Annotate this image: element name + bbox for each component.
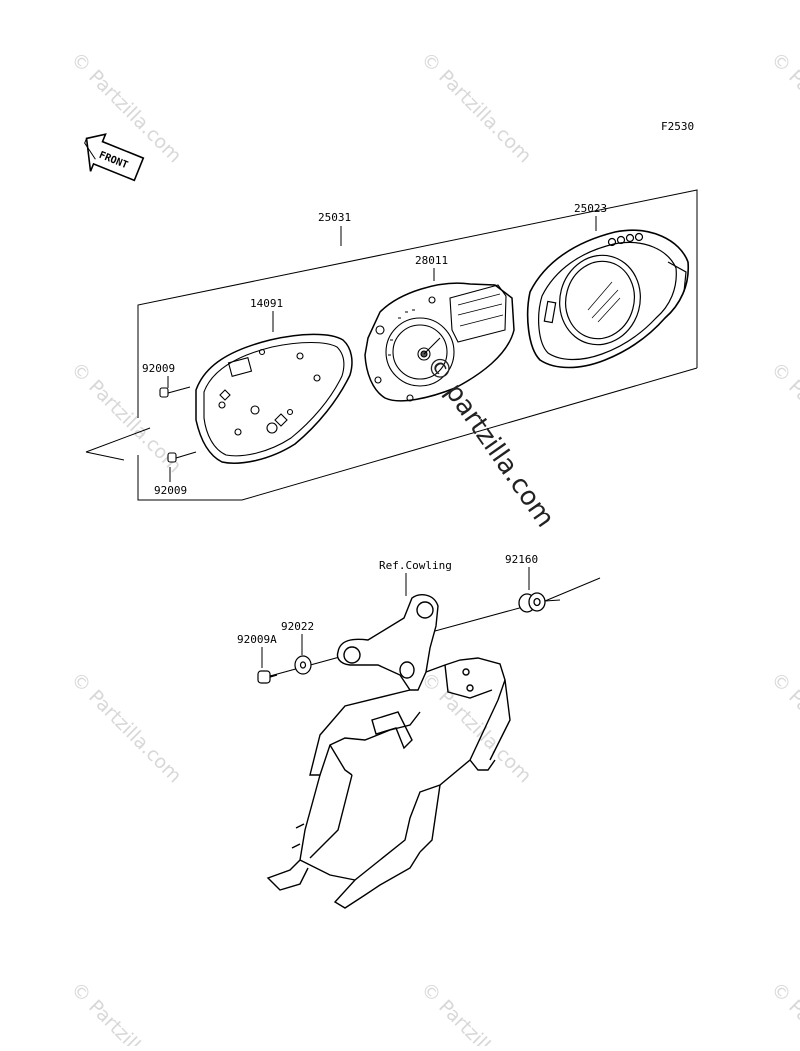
callout-25023: 25023: [574, 202, 607, 215]
assembly-bracket: [85, 189, 698, 501]
watermark: © Partzilla.com: [766, 668, 800, 787]
washer-92022-part[interactable]: [294, 655, 312, 675]
callout-ref-cowling: Ref.Cowling: [379, 559, 452, 572]
watermark: © Partzilla.com: [66, 978, 185, 1046]
watermark: © Partzilla.com: [66, 668, 185, 787]
callout-92009a: 92009A: [237, 633, 277, 646]
watermark: © Partzilla.com: [416, 668, 535, 787]
callout-14091: 14091: [250, 297, 283, 310]
callout-25031: 25031: [318, 211, 351, 224]
callout-92009-upper: 92009: [142, 362, 175, 375]
callout-92009-lower: 92009: [154, 484, 187, 497]
meter-bracket-part[interactable]: [266, 594, 511, 909]
grommet-92160-part[interactable]: [518, 592, 546, 613]
callout-28011: 28011: [415, 254, 448, 267]
watermark-center: © partzilla.com: [419, 350, 560, 533]
watermark: © Partzilla.com: [416, 978, 535, 1046]
watermark: © Partzilla.com: [766, 978, 800, 1046]
watermark: © Partzilla.com: [66, 48, 185, 167]
watermark: © Partzilla.com: [416, 48, 535, 167]
watermark: © Partzilla.com: [766, 48, 800, 167]
meter-case-part[interactable]: [195, 333, 353, 464]
screw-92009-upper-part[interactable]: [159, 386, 191, 398]
screw-92009-lower-part[interactable]: [167, 451, 197, 463]
meter-unit-part[interactable]: [364, 282, 515, 402]
callout-92160: 92160: [505, 553, 538, 566]
screw-92009a-part[interactable]: [257, 670, 278, 684]
diagram-code: F2530: [661, 120, 694, 133]
meter-cover-part[interactable]: [526, 229, 690, 369]
watermark: © Partzilla.com: [766, 358, 800, 477]
callout-92022: 92022: [281, 620, 314, 633]
front-arrow-icon: FRONT: [84, 133, 145, 182]
watermark-layer: © Partzilla.com © Partzilla.com © Partzi…: [66, 48, 800, 1051]
